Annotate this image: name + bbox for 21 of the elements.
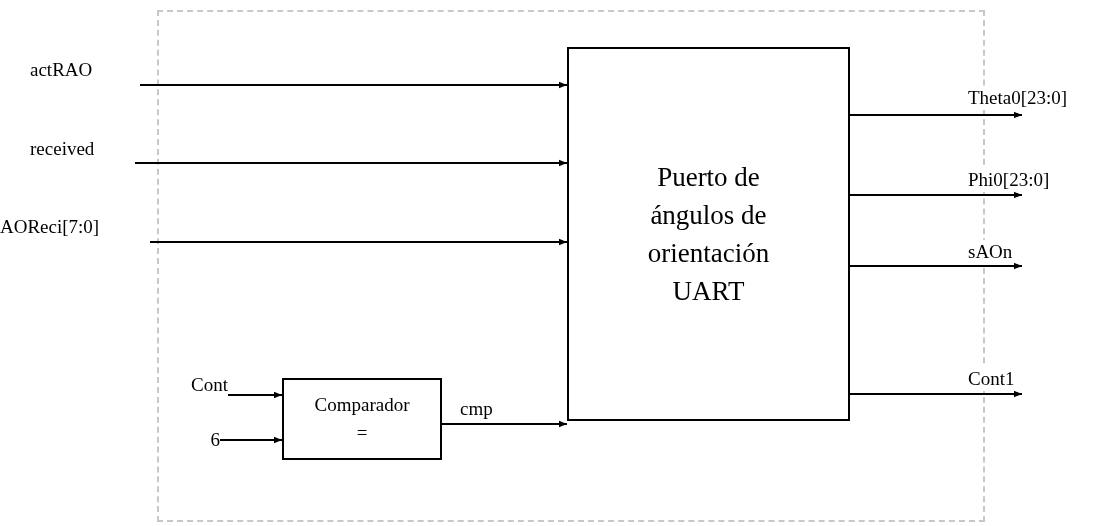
block-title: Puerto de ángulos de orientación UART bbox=[646, 161, 771, 308]
arrow bbox=[849, 191, 1023, 199]
equals-sign: = bbox=[356, 421, 368, 445]
module-block bbox=[567, 47, 850, 421]
comparator-block bbox=[282, 378, 442, 460]
arrow bbox=[219, 436, 283, 444]
arrow bbox=[849, 390, 1023, 398]
arrow bbox=[227, 391, 283, 399]
edge-label: Phi0[23:0] bbox=[968, 168, 1050, 192]
arrow bbox=[139, 81, 568, 89]
block-title: Comparador bbox=[314, 393, 410, 417]
signal-label: 6 bbox=[210, 427, 220, 452]
edge-label: sAOn bbox=[968, 240, 1013, 264]
arrow bbox=[849, 262, 1023, 270]
edge-label: Theta0[23:0] bbox=[968, 86, 1068, 110]
signal-label: Cont bbox=[191, 372, 228, 397]
arrow bbox=[441, 420, 568, 428]
edge-label: Cont1 bbox=[968, 367, 1015, 391]
arrow bbox=[149, 238, 568, 246]
arrow bbox=[849, 111, 1023, 119]
arrow bbox=[134, 159, 568, 167]
